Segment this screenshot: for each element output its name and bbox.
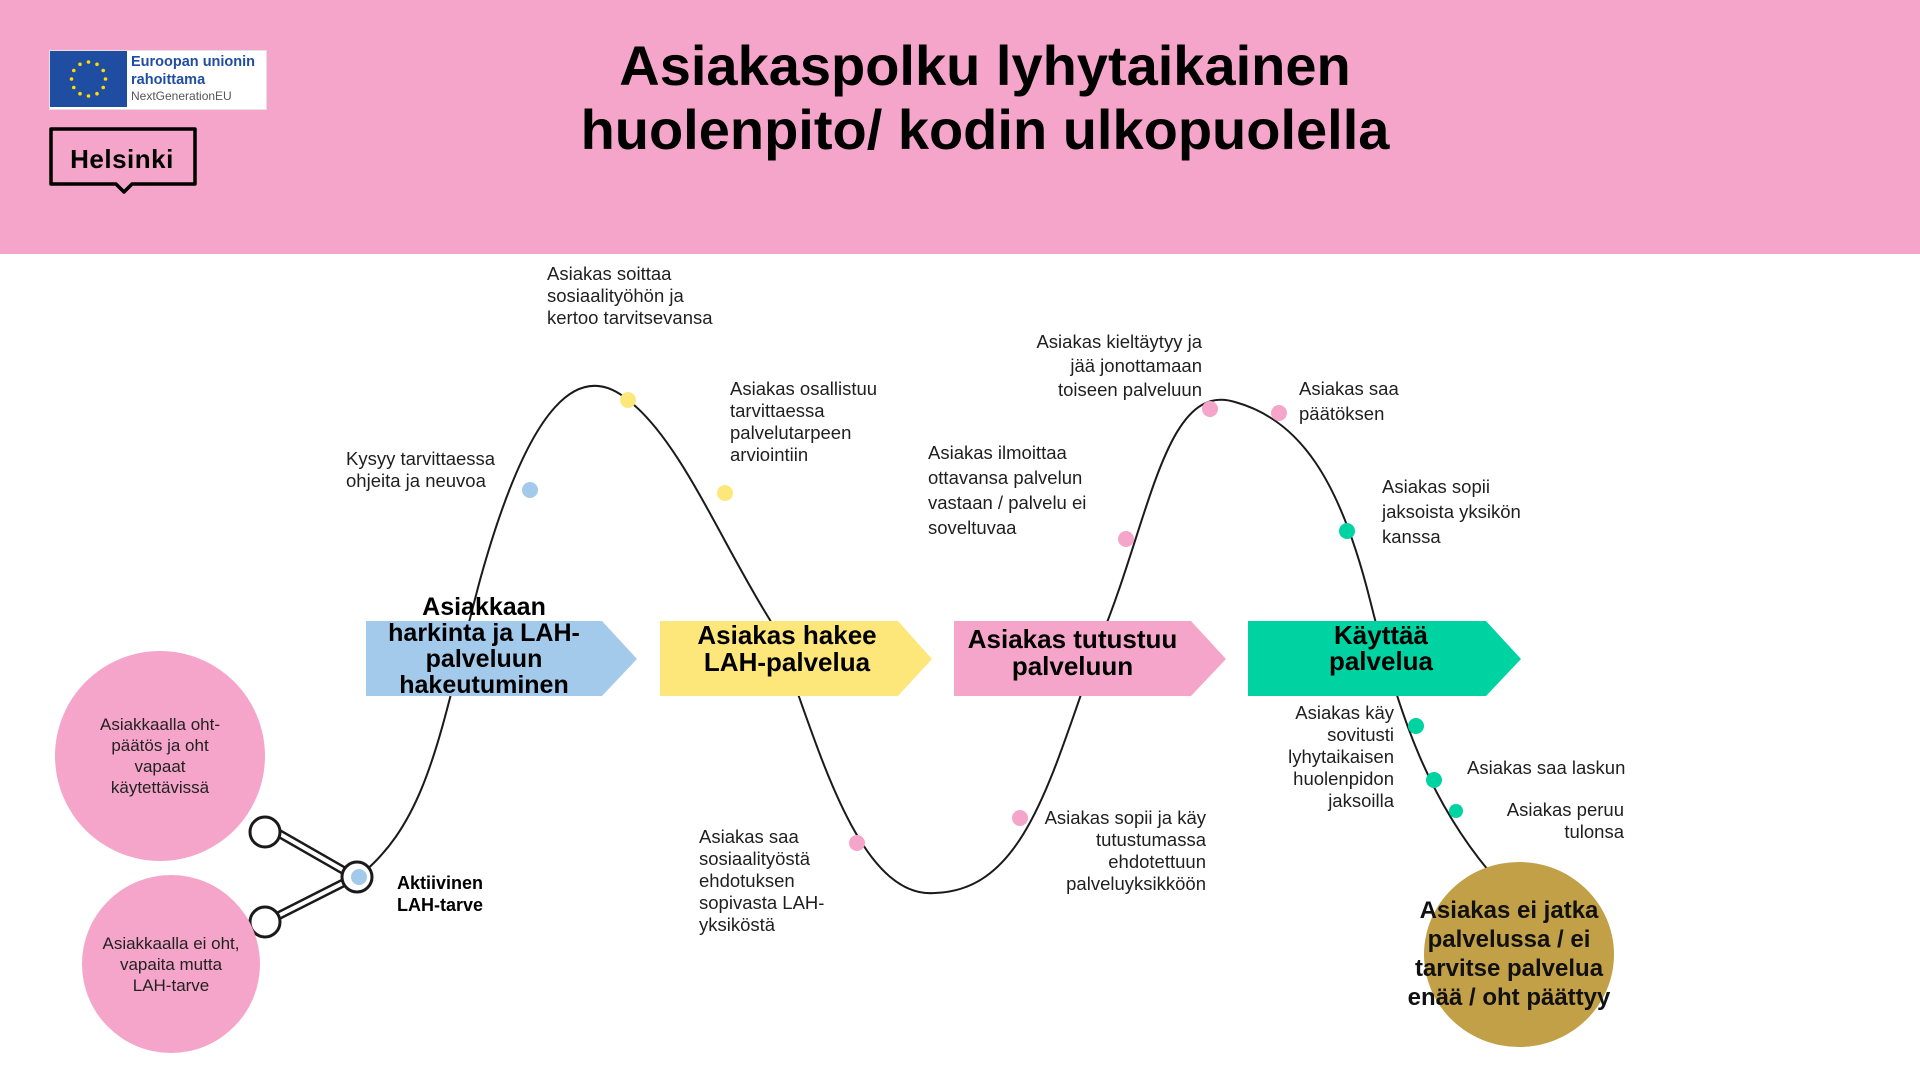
stage-label-4: Käyttää palvelua bbox=[1328, 620, 1434, 676]
helsinki-speech-bubble-icon bbox=[49, 127, 197, 194]
touchpoint-dot-12 bbox=[1449, 804, 1463, 818]
eu-logo-line1-text: Euroopan unionin rahoittama bbox=[131, 54, 256, 88]
touchpoint-dot-2 bbox=[620, 392, 636, 408]
stage-label-2: Asiakas hakee LAH-palvelua bbox=[697, 620, 877, 677]
start-circle-top: Asiakkaalla oht-päätös ja oht vapaat käy… bbox=[55, 651, 265, 861]
touchpoint-dot-6 bbox=[1118, 531, 1134, 547]
eu-star-icon bbox=[86, 60, 91, 64]
eu-star-icon bbox=[78, 91, 82, 96]
eu-flag-icon bbox=[50, 51, 127, 107]
touchpoint-label-11: Asiakas saa laskun bbox=[1467, 757, 1626, 778]
stage-label-3: Asiakas tutustuu palveluun bbox=[967, 624, 1178, 681]
touchpoint-dot-11 bbox=[1426, 772, 1442, 788]
touchpoint-label-5: Asiakas sopii ja käy tutustumassa ehdote… bbox=[1044, 807, 1206, 894]
touchpoint-label-7: Asiakas kieltäytyy ja jää jonottamaan to… bbox=[1036, 331, 1202, 400]
header-band bbox=[0, 0, 1920, 254]
journey-path bbox=[357, 384, 1489, 895]
eu-logo-line3-text: NextGenerationEU bbox=[131, 89, 232, 103]
eu-star-icon bbox=[86, 94, 91, 98]
stage-label-1: Asiakkaan harkinta ja LAH- palveluun hak… bbox=[388, 593, 580, 699]
eu-star-icon bbox=[95, 62, 99, 67]
touchpoint-label-1: Kysyy tarvittaessa ohjeita ja neuvoa bbox=[346, 448, 496, 491]
eu-star-icon bbox=[69, 77, 74, 81]
eu-star-icon bbox=[95, 91, 99, 96]
touchpoint-label-10: Asiakas käy sovitusti lyhytaikaisen huol… bbox=[1288, 702, 1394, 811]
eu-star-icon bbox=[78, 62, 82, 67]
touchpoint-label-8: Asiakas saa päätöksen bbox=[1299, 378, 1399, 424]
eu-star-icon bbox=[71, 85, 76, 90]
touchpoint-dot-8 bbox=[1271, 405, 1287, 421]
touchpoint-dot-3 bbox=[717, 485, 733, 501]
helsinki-logo-text: Helsinki bbox=[70, 144, 174, 174]
touchpoint-dot-9 bbox=[1339, 523, 1355, 539]
touchpoint-label-3: Asiakas osallistuu tarvittaessa palvelut… bbox=[730, 378, 878, 465]
start-circle-bottom: Asiakkaalla ei oht, vapaita mutta LAH-ta… bbox=[82, 875, 260, 1053]
touchpoint-dot-10 bbox=[1408, 718, 1424, 734]
stage-arrow-4 bbox=[1248, 621, 1521, 696]
touchpoint-dot-7 bbox=[1202, 401, 1218, 417]
start-connector bbox=[248, 815, 374, 939]
page-title: Asiakaspolku lyhytaikainen huolenpito/ k… bbox=[580, 34, 1390, 161]
touchpoint-label-12: Asiakas peruu tulonsa bbox=[1506, 799, 1624, 842]
helsinki-logo: Helsinki bbox=[48, 126, 202, 198]
touchpoint-dot-5 bbox=[1012, 810, 1028, 826]
touchpoint-label-6: Asiakas ilmoittaa ottavansa palvelun vas… bbox=[928, 442, 1087, 538]
touchpoint-dot-1 bbox=[522, 482, 538, 498]
eu-star-icon bbox=[71, 68, 76, 73]
stage-arrow-2 bbox=[660, 621, 932, 696]
eu-star-icon bbox=[101, 68, 106, 73]
stage-arrow-1 bbox=[366, 621, 637, 696]
eu-star-icon bbox=[101, 85, 106, 90]
stage-arrow-3 bbox=[954, 621, 1226, 696]
touchpoint-dot-4 bbox=[849, 835, 865, 851]
touchpoint-label-9: Asiakas sopii jaksoista yksikön kanssa bbox=[1382, 476, 1521, 547]
touchpoint-label-2: Asiakas soittaa sosiaalityöhön ja kertoo… bbox=[547, 263, 713, 328]
eu-star-icon bbox=[103, 77, 108, 81]
junction-label: Aktiivinen LAH-tarve bbox=[397, 873, 484, 915]
touchpoint-label-4: Asiakas saa sosiaalityöstä ehdotuksen so… bbox=[699, 826, 825, 935]
eu-funding-logo: Euroopan unionin rahoittama NextGenerati… bbox=[49, 50, 267, 110]
end-circle: Asiakas ei jatka palvelussa / ei tarvits… bbox=[1408, 862, 1614, 1047]
